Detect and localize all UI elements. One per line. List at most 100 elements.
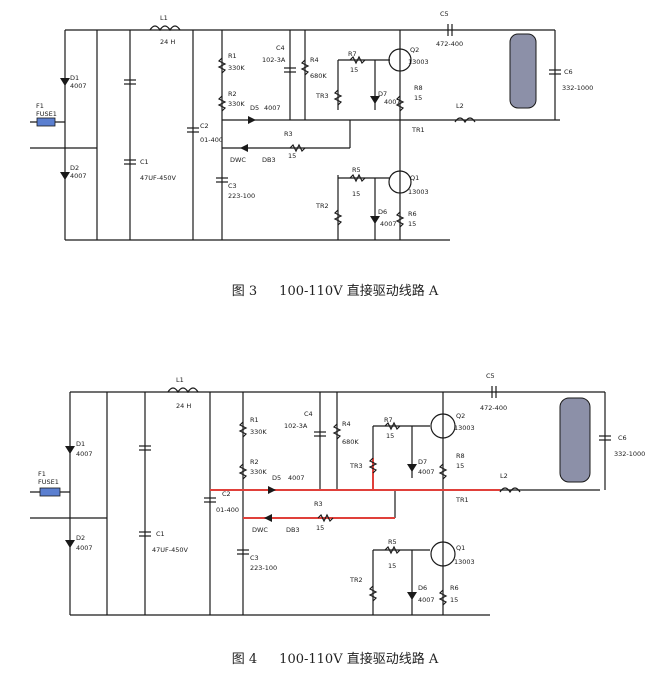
label-c6-value: 332-1000 (562, 84, 593, 92)
circuit-diagram-3: F1 FUSE1 D1 4007 D2 4007 L1 24 H C1 47UF… (30, 10, 593, 241)
label-d7: D7 (418, 458, 427, 466)
label-c5-value: 472-400 (436, 40, 463, 48)
diode-d1-symbol (60, 78, 70, 86)
transistor-q2-symbol (430, 413, 456, 439)
label-tr2: TR2 (349, 576, 363, 584)
resistor-symbols (238, 421, 448, 606)
label-db3: DB3 (286, 526, 300, 534)
label-d7-value: 4007 (384, 98, 401, 106)
label-r5: R5 (388, 538, 397, 546)
label-d7: D7 (378, 90, 387, 98)
label-d5: D5 (272, 474, 281, 482)
component-labels: F1 FUSE1 D1 4007 D2 4007 L1 24 H C1 47UF… (38, 372, 645, 604)
label-tr2: TR2 (315, 202, 329, 210)
label-l1: L1 (176, 376, 184, 384)
label-l1-value: 24 H (160, 38, 175, 46)
label-d5-value: 4007 (288, 474, 305, 482)
label-tr3: TR3 (349, 462, 363, 470)
label-r8-value: 15 (456, 462, 464, 470)
label-r1: R1 (250, 416, 259, 424)
label-r3-value: 15 (316, 524, 324, 532)
label-d1-value: 4007 (76, 450, 93, 458)
capacitor-symbols (124, 24, 561, 183)
transistor-q1-symbol (388, 170, 412, 194)
label-c3: C3 (250, 554, 259, 562)
label-db3: DB3 (262, 156, 276, 164)
label-c3-value: 223-100 (228, 192, 255, 200)
diode-d7-symbol (407, 464, 417, 472)
label-tr1: TR1 (411, 126, 425, 134)
label-c1: C1 (156, 530, 165, 538)
label-c4-value: 102-3A (262, 56, 286, 64)
label-q1: Q1 (456, 544, 465, 552)
label-r3: R3 (314, 500, 323, 508)
label-r5-value: 15 (352, 190, 360, 198)
transistor-q1-symbol (430, 541, 456, 567)
diode-d1-symbol (65, 446, 75, 454)
label-q2-value: 13003 (454, 424, 475, 432)
schematic-figure-4: F1 FUSE1 D1 4007 D2 4007 L1 24 H C1 47UF… (0, 360, 670, 630)
label-d5: D5 (250, 104, 259, 112)
label-fuse1: FUSE1 (38, 478, 59, 486)
label-tr1: TR1 (455, 496, 469, 504)
label-d2-value: 4007 (76, 544, 93, 552)
caption-text: 100-110V 直接驱动线路 A (279, 284, 439, 299)
label-r8-value: 15 (414, 94, 422, 102)
diode-d7-symbol (370, 96, 380, 104)
label-d1: D1 (70, 74, 79, 82)
figure-4-caption: 图 4 100-110V 直接驱动线路 A (0, 648, 670, 667)
label-d6-value: 4007 (418, 596, 435, 604)
caption-text: 100-110V 直接驱动线路 A (279, 652, 439, 667)
label-r6: R6 (450, 584, 459, 592)
lamp-tube-symbol (509, 33, 537, 109)
label-c2: C2 (200, 122, 209, 130)
label-r1: R1 (228, 52, 237, 60)
diode-d2-symbol (65, 540, 75, 548)
label-r2-value: 330K (250, 468, 267, 476)
label-r1-value: 330K (228, 64, 245, 72)
label-c4: C4 (304, 410, 313, 418)
label-c2-value: 01-400 (216, 506, 239, 514)
label-c5-value: 472-400 (480, 404, 507, 412)
label-r4-value: 680K (342, 438, 359, 446)
component-labels: F1 FUSE1 D1 4007 D2 4007 L1 24 H C1 47UF… (36, 10, 593, 228)
fuse-symbol (36, 117, 56, 127)
label-r4: R4 (342, 420, 351, 428)
label-c5: C5 (440, 10, 449, 18)
label-fuse1: FUSE1 (36, 110, 57, 118)
transistor-q2-symbol (388, 48, 412, 72)
label-c2-value: 01-400 (200, 136, 223, 144)
label-l2: L2 (456, 102, 464, 110)
label-c6: C6 (618, 434, 627, 442)
inductor-l1-symbol (149, 25, 181, 32)
label-c4-value: 102-3A (284, 422, 308, 430)
diode-d5-symbol (248, 116, 256, 124)
label-dwc: DWC (230, 156, 246, 164)
label-r6-value: 15 (450, 596, 458, 604)
label-r1-value: 330K (250, 428, 267, 436)
label-r4: R4 (310, 56, 319, 64)
label-r7-value: 15 (350, 66, 358, 74)
label-d6-value: 4007 (380, 220, 397, 228)
label-c4: C4 (276, 44, 285, 52)
inductor-l2-symbol (499, 487, 521, 494)
label-c3-value: 223-100 (250, 564, 277, 572)
label-r3: R3 (284, 130, 293, 138)
label-c1: C1 (140, 158, 149, 166)
label-q1-value: 13003 (408, 188, 429, 196)
label-r2-value: 330K (228, 100, 245, 108)
diac-symbol (240, 144, 248, 152)
label-l2: L2 (500, 472, 508, 480)
resistor-symbols (217, 55, 405, 228)
label-r2: R2 (228, 90, 237, 98)
label-d2: D2 (76, 534, 85, 542)
label-d1-value: 4007 (70, 82, 87, 90)
label-d2: D2 (70, 164, 79, 172)
diac-symbol (264, 514, 272, 522)
schematic-figure-3: F1 FUSE1 D1 4007 D2 4007 L1 24 H C1 47UF… (0, 0, 670, 250)
diode-d2-symbol (60, 172, 70, 180)
label-q2: Q2 (410, 46, 419, 54)
lamp-tube-symbol (559, 397, 591, 483)
caption-number: 图 4 (231, 652, 258, 667)
label-d7-value: 4007 (418, 468, 435, 476)
